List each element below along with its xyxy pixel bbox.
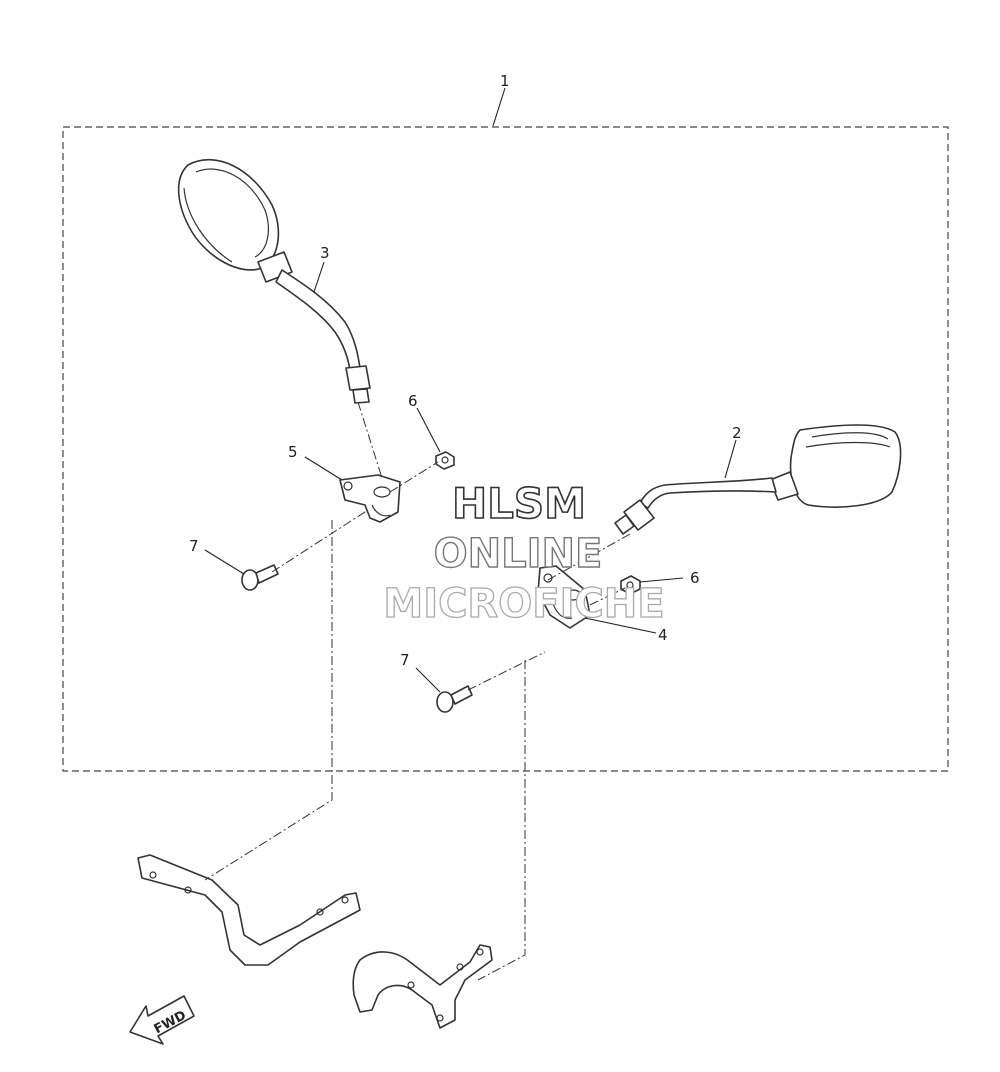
bracket-right[interactable]	[537, 565, 591, 629]
nut-right[interactable]	[620, 575, 641, 595]
watermark-line-3: MICROFICHE	[383, 581, 664, 627]
mirror-left[interactable]	[177, 159, 371, 404]
assembly-lines	[204, 401, 631, 981]
callout-1: 1	[500, 72, 510, 90]
callout-7-left: 7	[189, 537, 199, 555]
callout-2: 2	[732, 424, 742, 442]
handlebar-left	[137, 854, 361, 966]
callout-6-right: 6	[690, 569, 700, 587]
nut-left[interactable]	[435, 451, 455, 470]
callout-3: 3	[320, 244, 330, 262]
mirror-right[interactable]	[614, 424, 902, 535]
watermark-line-2: ONLINE	[434, 531, 603, 577]
callout-5: 5	[288, 443, 298, 461]
bolt-left[interactable]	[241, 564, 279, 591]
handlebar-right	[352, 944, 493, 1029]
watermark-line-1: HLSM	[452, 479, 586, 528]
callout-4: 4	[658, 626, 668, 644]
fwd-arrow: FWD	[129, 995, 195, 1045]
kit-boundary	[62, 126, 949, 772]
callout-7-right: 7	[400, 651, 410, 669]
bracket-left[interactable]	[339, 474, 401, 523]
bolt-right[interactable]	[436, 685, 473, 713]
callout-6-left: 6	[408, 392, 418, 410]
leader-lines	[204, 87, 737, 693]
